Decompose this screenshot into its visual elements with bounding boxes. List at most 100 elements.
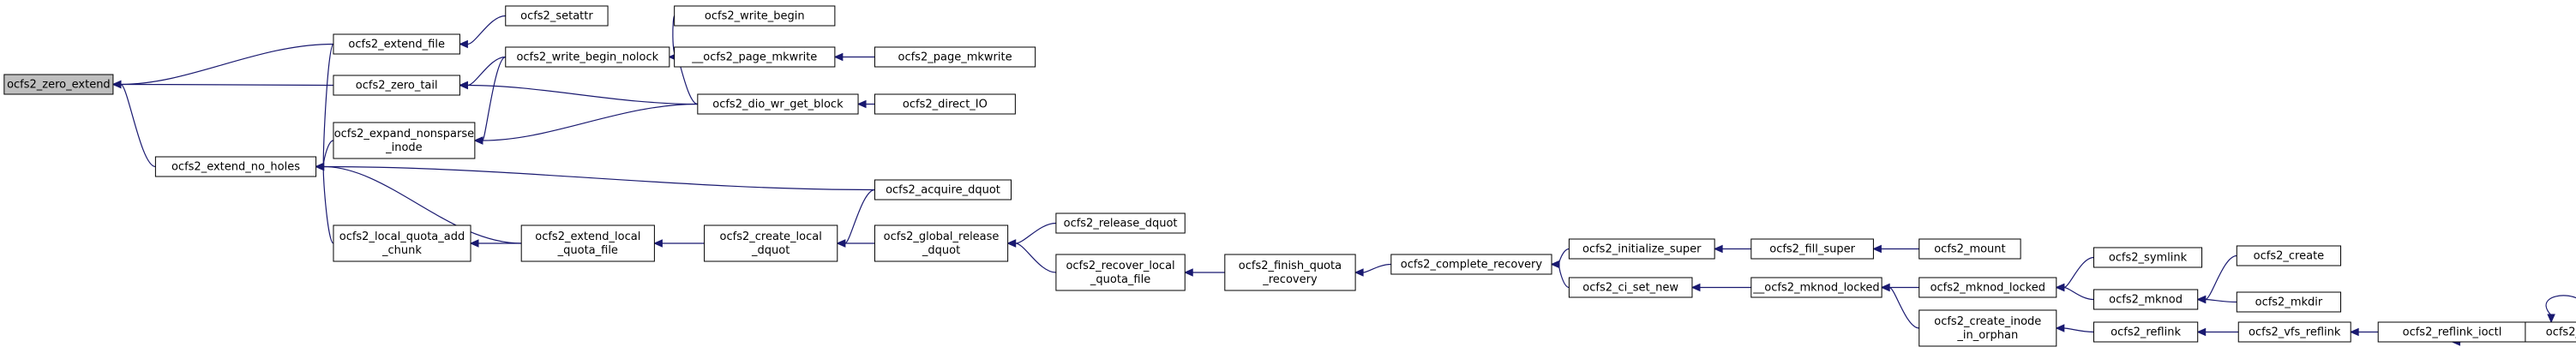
edge-line: [322, 43, 334, 168]
node-box: [1224, 254, 1356, 291]
node-direct-io[interactable]: ocfs2_direct_IO: [874, 93, 1016, 115]
node-box: [874, 224, 1009, 262]
edge-fill-super-to-initialize-super: [1713, 244, 1751, 254]
edge-arrowhead: [836, 239, 846, 248]
node-label: ocfs2_ioctl: [2546, 326, 2576, 339]
node-create-inode-in-orphan[interactable]: ocfs2_create_inode_in_orphan: [1918, 309, 2057, 347]
node-label: _quota_file: [557, 244, 618, 257]
node-label: ocfs2_setattr: [520, 10, 593, 23]
node-create[interactable]: ocfs2_create: [2236, 245, 2342, 266]
node-box: [3, 74, 114, 95]
edge-line: [1558, 263, 1570, 289]
edge-acquire-dquot-to-create-local-dquot: [836, 188, 875, 248]
node-label: _dquot: [751, 244, 790, 257]
node-reflink[interactable]: ocfs2_reflink: [2093, 321, 2199, 343]
node-label: ocfs2_fill_super: [1769, 243, 1855, 256]
node-box: [674, 46, 836, 68]
node-box: [697, 93, 859, 115]
node-box: [154, 156, 317, 177]
node-label: ocfs2_zero_tail: [356, 80, 438, 93]
node-zero-extend[interactable]: ocfs2_zero_extend: [3, 74, 114, 95]
node-box: [704, 224, 838, 262]
node-mount[interactable]: ocfs2_mount: [1918, 238, 2021, 260]
edge-line: [2205, 298, 2237, 303]
node-label: ocfs2_recover_local: [1066, 260, 1174, 272]
edge-line: [120, 43, 333, 86]
node-box: [1055, 212, 1186, 234]
node-label: _quota_file: [1090, 273, 1150, 286]
node-dio-wr-get-block[interactable]: ocfs2_dio_wr_get_block: [697, 93, 859, 115]
node-mknod-locked-inner[interactable]: __ocfs2_mknod_locked: [1750, 277, 1882, 298]
node-complete-recovery[interactable]: ocfs2_complete_recovery: [1390, 254, 1552, 275]
node-box: [520, 224, 655, 262]
edge-arrowhead: [1354, 268, 1364, 277]
edge-arrowhead: [833, 52, 844, 62]
edge-line: [2063, 286, 2094, 301]
call-graph-edges: [111, 15, 2576, 346]
node-extend-no-holes[interactable]: ocfs2_extend_no_holes: [154, 156, 317, 177]
node-mknod[interactable]: ocfs2_mknod: [2093, 289, 2199, 310]
node-box: [1750, 277, 1882, 298]
node-box: [2237, 321, 2351, 343]
edge-global-release-dquot-to-create-local-dquot: [836, 239, 875, 248]
edge-ci-set-new-to-complete-recovery: [1550, 260, 1570, 289]
edge-line: [322, 165, 334, 244]
edge-dio-wr-get-block-to-expand-nonsparse: [473, 103, 698, 145]
node-extend-file[interactable]: ocfs2_extend_file: [333, 33, 460, 55]
node-box: [2525, 321, 2576, 343]
node-release-dquot[interactable]: ocfs2_release_dquot: [1055, 212, 1186, 234]
node-create-local-dquot[interactable]: ocfs2_create_local_dquot: [704, 224, 838, 262]
node-local-quota-add[interactable]: ocfs2_local_quota_add_chunk: [333, 224, 471, 262]
node-page-mkwrite[interactable]: ocfs2_page_mkwrite: [874, 46, 1036, 68]
edge-local-quota-add-to-extend-no-holes: [315, 162, 334, 244]
edge-arrowhead: [473, 136, 483, 145]
edge-line: [2063, 256, 2094, 289]
node-box: [1568, 277, 1693, 298]
edge-line: [2205, 254, 2237, 301]
edge-arrowhead: [2349, 327, 2359, 337]
edge-arrowhead: [1880, 283, 1890, 292]
node-reflink-ioctl[interactable]: ocfs2_reflink_ioctl: [2377, 321, 2527, 343]
edge-arrowhead: [2547, 314, 2555, 324]
edge-line: [1363, 263, 1391, 273]
node-box: [333, 33, 460, 55]
node-vfs-reflink[interactable]: ocfs2_vfs_reflink: [2237, 321, 2351, 343]
node-box: [674, 5, 836, 27]
node-mknod-locked[interactable]: ocfs2_mknod_locked: [1918, 277, 2057, 298]
node-acquire-dquot[interactable]: ocfs2_acquire_dquot: [874, 179, 1012, 200]
node-label: ocfs2_dio_wr_get_block: [712, 99, 844, 111]
node-expand-nonsparse[interactable]: ocfs2_expand_nonsparse_inode: [333, 122, 476, 159]
edge-line: [482, 103, 698, 141]
edge-arrowhead: [1690, 283, 1701, 292]
node-write-begin-nolock[interactable]: ocfs2_write_begin_nolock: [505, 46, 670, 68]
node-label: ocfs2_ci_set_new: [1582, 282, 1678, 295]
edge-line: [467, 84, 698, 105]
node-recover-local-quota[interactable]: ocfs2_recover_local_quota_file: [1055, 254, 1186, 291]
edge-line: [1015, 222, 1056, 244]
node-label: ocfs2_local_quota_add: [339, 230, 465, 243]
node-label: ocfs2_vfs_reflink: [2249, 326, 2341, 339]
edge-mknod-to-mknod-locked: [2055, 283, 2094, 301]
node-finish-quota-recovery[interactable]: ocfs2_finish_quota_recovery: [1224, 254, 1356, 291]
node-label: _chunk: [381, 244, 422, 257]
node-symlink[interactable]: ocfs2_symlink: [2093, 247, 2203, 268]
edge-arrowhead: [1006, 239, 1017, 248]
node-mkdir[interactable]: ocfs2_mkdir: [2236, 291, 2342, 313]
node-label: _dquot: [922, 244, 960, 257]
node-page-mkwrite-inner[interactable]: __ocfs2_page_mkwrite: [674, 46, 836, 68]
node-setattr[interactable]: ocfs2_setattr: [505, 5, 609, 27]
node-extend-local-quota[interactable]: ocfs2_extend_local_quota_file: [520, 224, 655, 262]
node-fill-super[interactable]: ocfs2_fill_super: [1750, 238, 1874, 260]
node-ioctl[interactable]: ocfs2_ioctl: [2525, 321, 2576, 343]
node-box: [1055, 254, 1186, 291]
node-initialize-super[interactable]: ocfs2_initialize_super: [1568, 238, 1715, 260]
edge-reflink-ioctl-to-vfs-reflink: [2349, 327, 2379, 337]
node-global-release-dquot[interactable]: ocfs2_global_release_dquot: [874, 224, 1009, 262]
node-label: ocfs2_create: [2254, 250, 2325, 263]
node-write-begin[interactable]: ocfs2_write_begin: [674, 5, 836, 27]
node-ci-set-new[interactable]: ocfs2_ci_set_new: [1568, 277, 1693, 298]
node-label: ocfs2_create_inode: [1934, 315, 2041, 328]
node-zero-tail[interactable]: ocfs2_zero_tail: [333, 75, 460, 96]
node-box: [2093, 321, 2199, 343]
edge-line: [1558, 248, 1570, 266]
